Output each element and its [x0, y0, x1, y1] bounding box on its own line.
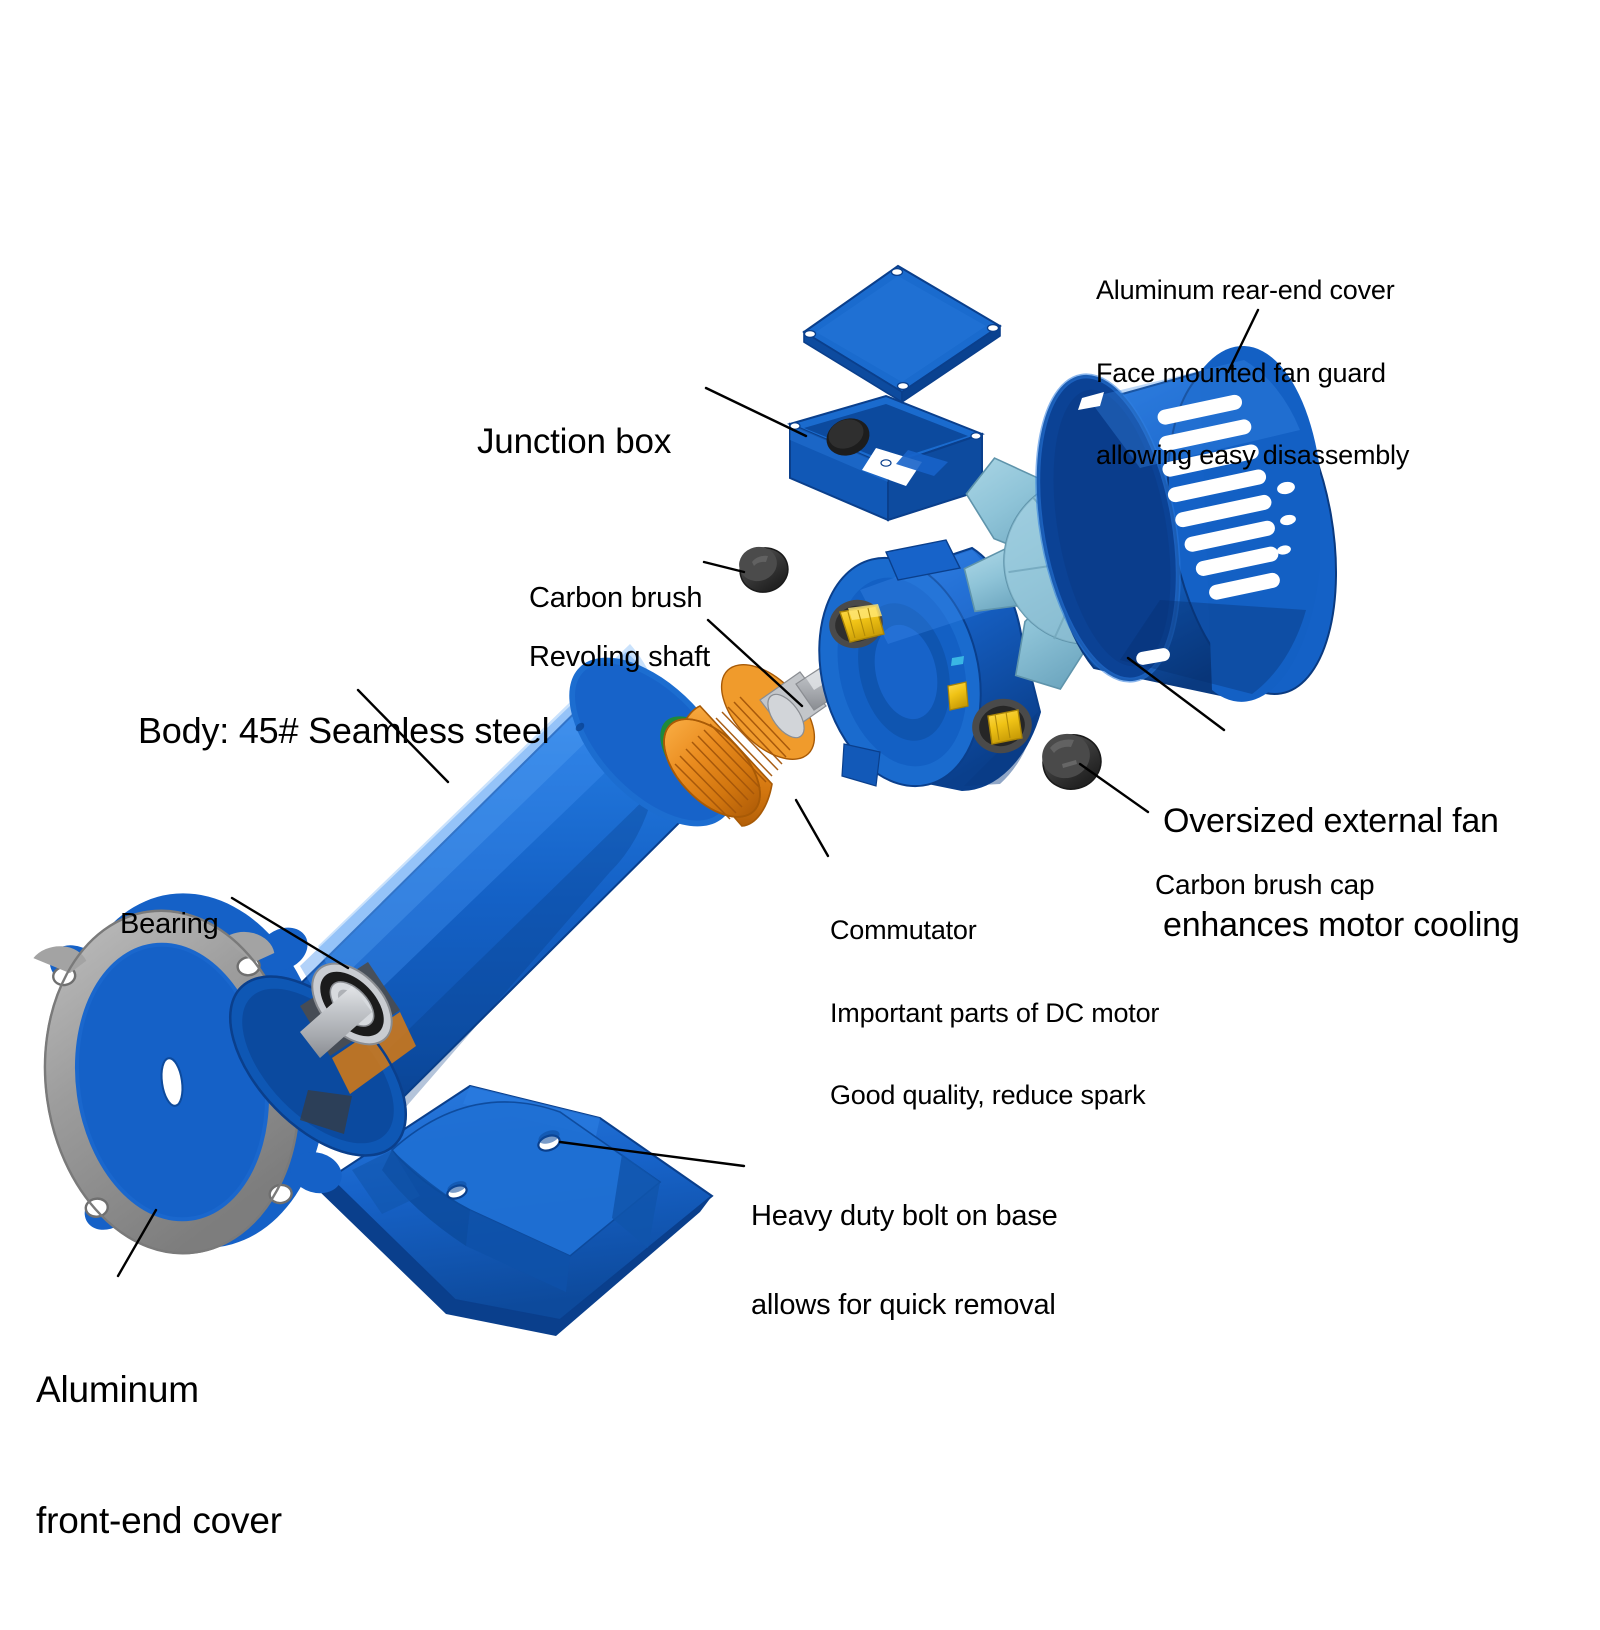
- label-line: Important parts of DC motor: [830, 997, 1160, 1028]
- lid-screw-hole: [896, 381, 910, 391]
- leader-lines: [116, 308, 1260, 1278]
- body-seamless-steel-label: Body: 45# Seamless steel: [138, 640, 550, 824]
- leader-bearing: [230, 896, 350, 970]
- front-cover-shaft-hole: [160, 1057, 184, 1107]
- revoling-shaft-label: Revoling shaft: [529, 584, 710, 732]
- label-line: Carbon brush cap: [1155, 869, 1375, 901]
- label-line: Face mounted fan guard: [1096, 357, 1386, 388]
- oversized-external-fan-label: Oversized external fan enhances motor co…: [1163, 735, 1520, 1012]
- lid-screw-hole: [803, 329, 817, 339]
- heavy-duty-bolt-label: Heavy duty bolt on base allows for quick…: [751, 1143, 1058, 1380]
- lid-screw-hole: [986, 323, 1000, 333]
- terminal-stud: [947, 681, 969, 711]
- label-line: Bearing: [120, 908, 219, 941]
- label-line: allowing easy disassembly: [1096, 440, 1410, 471]
- label-line: enhances motor cooling: [1163, 906, 1520, 945]
- carbon-brush: [739, 546, 789, 593]
- leader-junction-box: [704, 386, 808, 438]
- vent-slots: [1136, 394, 1296, 665]
- leader-revolving-shaft: [706, 618, 804, 708]
- label-line: Oversized external fan: [1163, 802, 1499, 841]
- junction-box: [787, 394, 985, 522]
- leader-carbon-brush: [702, 560, 746, 574]
- fan-guard-rear-cover: [1035, 345, 1338, 702]
- rear-housing: [818, 539, 1042, 792]
- leader-body: [356, 688, 450, 784]
- label-line: Body: 45# Seamless steel: [138, 710, 550, 752]
- label-line: Aluminum rear-end cover: [1096, 275, 1395, 306]
- carbon-brush-cap: [1042, 733, 1102, 790]
- leader-rear-end-cover: [1226, 308, 1260, 374]
- aluminum-rear-end-cover-label: Aluminum rear-end cover Face mounted fan…: [1096, 222, 1409, 525]
- label-line: allows for quick removal: [751, 1288, 1056, 1321]
- leader-front-end-cover: [116, 1208, 158, 1278]
- label-line: Heavy duty bolt on base: [751, 1200, 1058, 1233]
- mounting-base: [318, 1084, 714, 1336]
- label-line: Junction box: [477, 422, 672, 462]
- label-line: Commutator: [830, 915, 977, 946]
- label-line: Good quality, reduce spark: [830, 1080, 1146, 1111]
- commutator-label: Commutator Important parts of DC motor G…: [830, 862, 1159, 1165]
- brush-holder-lower: [972, 698, 1032, 754]
- carbon-brush-label: Carbon brush: [529, 525, 703, 673]
- junction-box-label: Junction box: [477, 353, 671, 531]
- brush-holder-upper: [829, 599, 885, 649]
- label-line: Revoling shaft: [529, 641, 710, 674]
- lid-screw-hole: [890, 267, 904, 277]
- carbon-brush-cap-label: Carbon brush cap: [1155, 814, 1375, 957]
- leader-commutator: [794, 798, 830, 858]
- label-line: front-end cover: [36, 1500, 282, 1542]
- label-line: Aluminum: [36, 1369, 199, 1411]
- label-line: Carbon brush: [529, 582, 703, 615]
- bearing: [300, 962, 393, 1058]
- junction-box-lid: [802, 264, 1002, 404]
- aluminum-front-end-cover-label: Aluminum front-end cover: [36, 1281, 282, 1630]
- leader-heavy-duty-bolt: [558, 1140, 746, 1168]
- leader-carbon-brush-cap: [1078, 762, 1150, 814]
- leader-oversized-fan: [1126, 656, 1226, 732]
- bearing-label: Bearing: [120, 851, 219, 999]
